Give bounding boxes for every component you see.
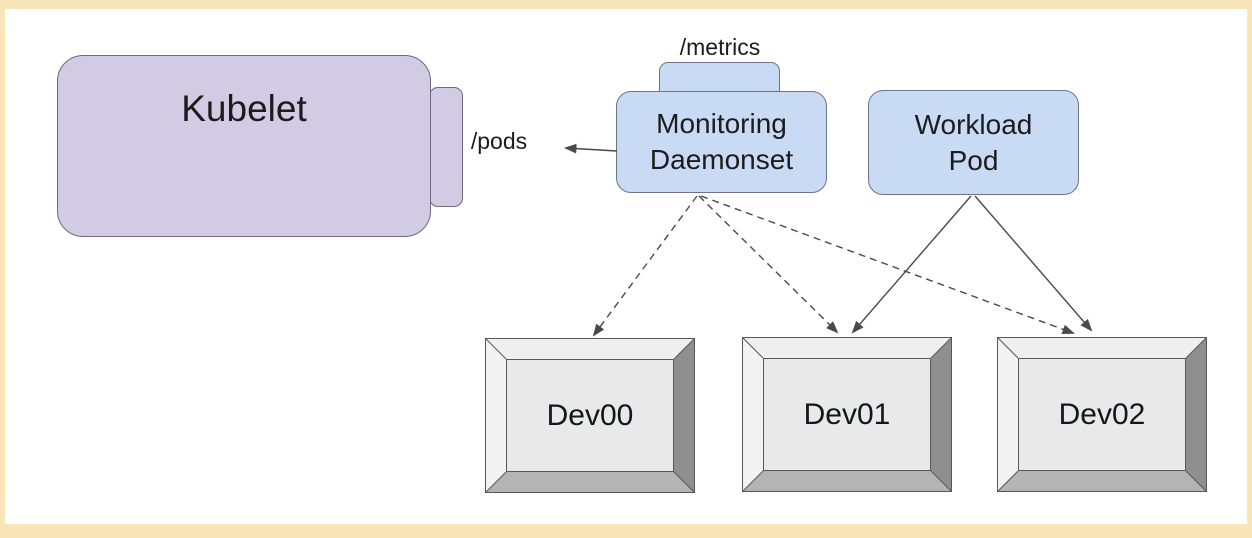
device-bevel: [486, 339, 694, 492]
device-box-dev01: Dev01: [742, 337, 952, 492]
pods-endpoint-label: /pods: [470, 128, 528, 154]
monitoring-daemonset-label-line2: Daemonset: [649, 144, 794, 175]
device-frame: [997, 337, 1207, 492]
workload-pod-label-line2: Pod: [948, 144, 999, 176]
workload-pod-box: Workload Pod: [868, 90, 1079, 195]
device-frame: [485, 338, 695, 493]
device-face: Dev00: [506, 359, 674, 472]
kubelet-label: Kubelet: [181, 88, 307, 129]
workload-pod-label-line1: Workload: [914, 108, 1033, 140]
device-frame: [742, 337, 952, 492]
device-face: Dev01: [763, 358, 931, 471]
device-label: Dev00: [546, 398, 634, 432]
metrics-endpoint-label: /metrics: [679, 34, 761, 60]
kubelet-side-tab: [429, 87, 463, 207]
monitoring-daemonset-box: Monitoring Daemonset: [616, 91, 827, 193]
device-box-dev02: Dev02: [997, 337, 1207, 492]
device-label: Dev01: [803, 397, 891, 431]
kubelet-box: Kubelet: [57, 55, 431, 237]
device-box-dev00: Dev00: [485, 338, 695, 493]
monitoring-daemonset-label-line1: Monitoring: [656, 108, 787, 139]
device-face: Dev02: [1018, 358, 1186, 471]
device-label: Dev02: [1058, 397, 1146, 431]
device-bevel: [743, 338, 951, 491]
device-bevel: [998, 338, 1206, 491]
